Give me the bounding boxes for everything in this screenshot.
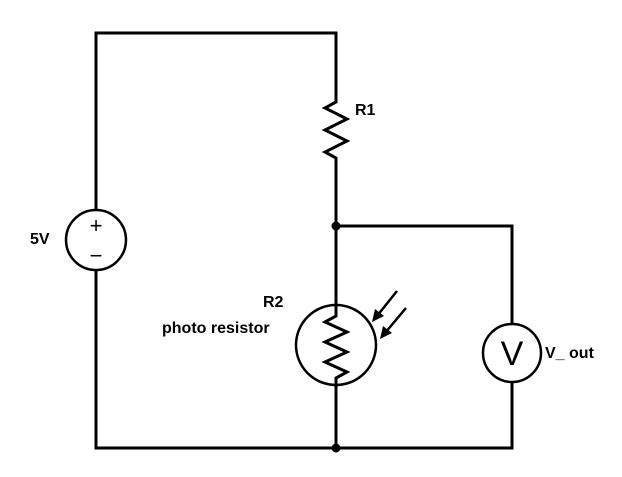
- r2-sublabel: photo resistor: [162, 320, 270, 337]
- voltmeter-label: V_ out: [545, 345, 595, 362]
- wire-left-top: [94, 31, 338, 211]
- voltmeter-symbol: V: [501, 335, 524, 373]
- wires: [94, 31, 514, 450]
- source-minus-sign: −: [90, 243, 103, 268]
- resistor-r1: [321, 95, 351, 160]
- junction-bottom: [331, 443, 341, 453]
- light-arrows-icon: [372, 290, 407, 339]
- r1-label: R1: [355, 102, 376, 119]
- r2-label: R2: [263, 294, 284, 311]
- wire-top-branch-voltmeter: [336, 224, 514, 325]
- voltage-source: + −: [64, 208, 128, 272]
- junction-top: [331, 221, 341, 231]
- wire-left-bottom: [94, 270, 336, 450]
- voltmeter: V: [481, 322, 543, 384]
- wire-voltmeter-bottom: [336, 382, 514, 450]
- photo-resistor-r2: [294, 303, 378, 387]
- source-label: 5V: [30, 231, 50, 248]
- source-plus-sign: +: [90, 213, 103, 238]
